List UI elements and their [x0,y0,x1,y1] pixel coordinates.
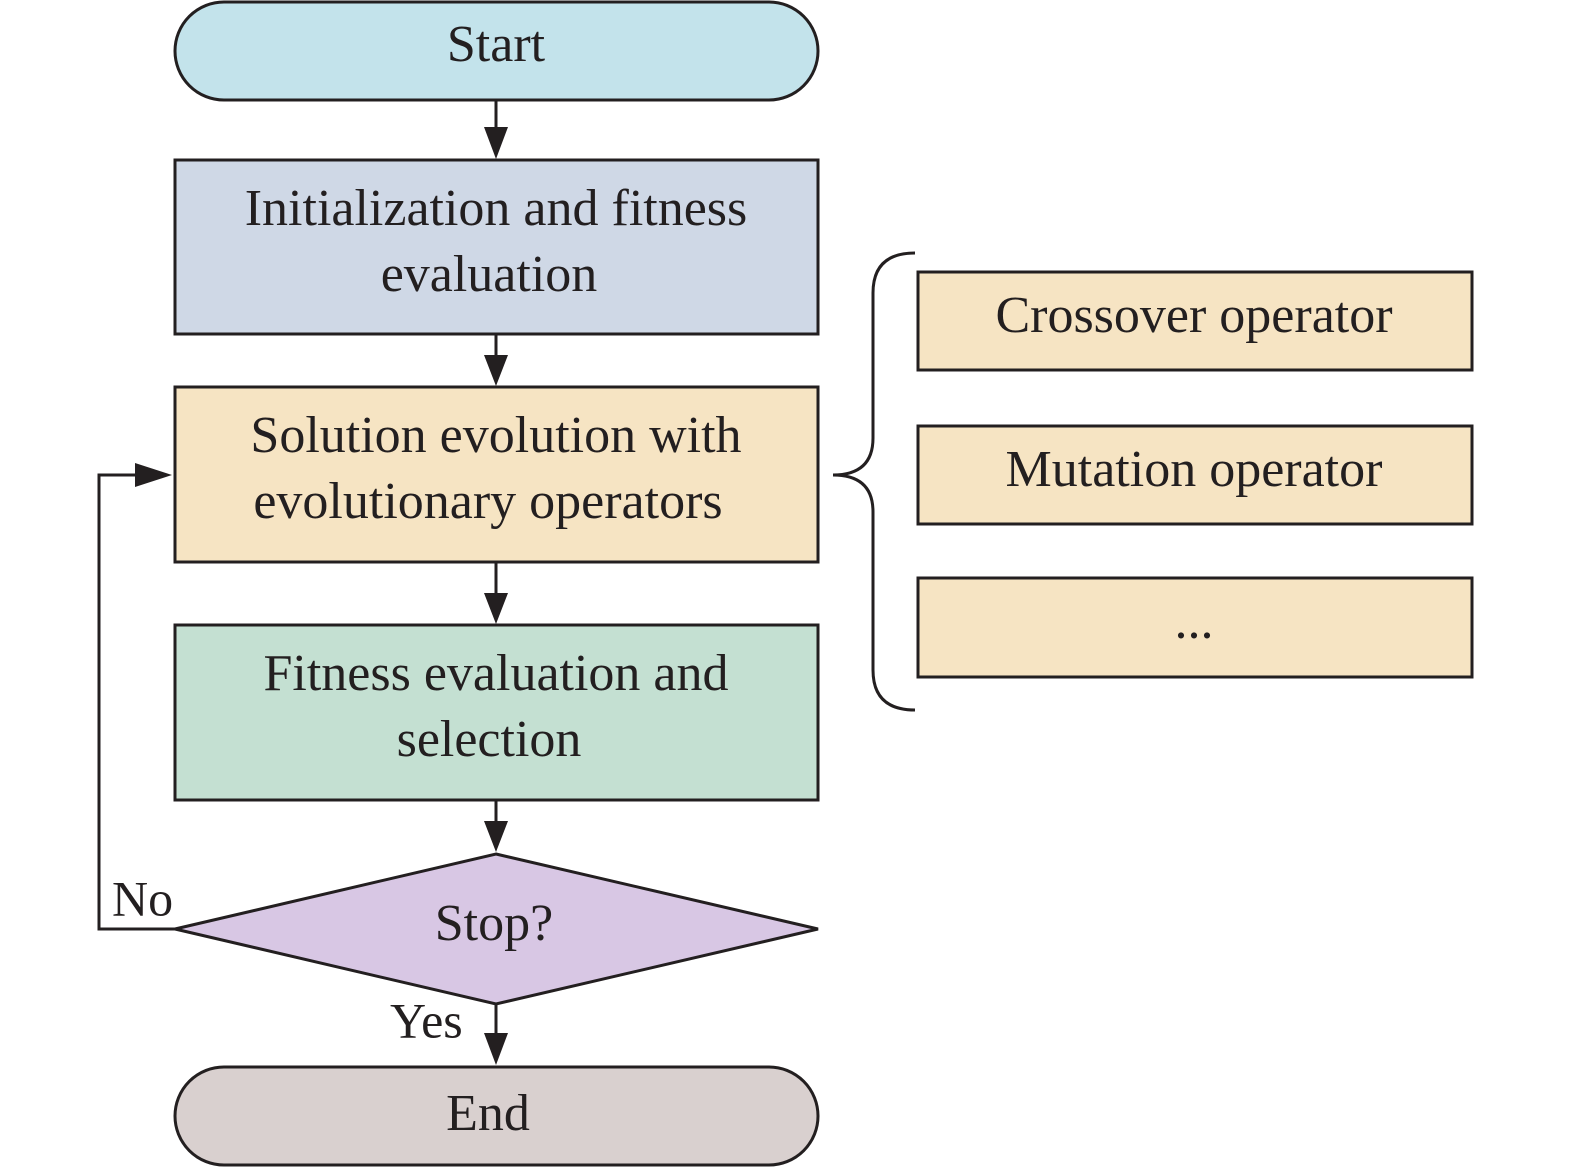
fitness-box [173,623,820,802]
arrowhead-loop-no [135,463,172,487]
operator-label-more: ... [1175,593,1214,650]
operator-box-more [916,576,1474,679]
end-label: End [446,1085,530,1142]
operator-box-crossover [916,270,1474,372]
operator-box-mutation [916,424,1474,526]
end-terminal [173,1065,820,1167]
no-label: No [112,870,173,926]
arrowhead-evolution-to-fitness [484,593,508,624]
fitness-label-line2: selection [397,711,582,768]
evolution-label: Solution evolution with [250,407,741,464]
decision-label: Stop? [435,895,553,952]
arrowhead-start-to-init [484,127,508,159]
fitness-label: Fitness evaluation and [263,645,728,702]
operator-label-crossover: Crossover operator [995,287,1392,344]
start-label: Start [447,16,546,73]
arrowhead-init-to-evolution [484,355,508,386]
yes-label: Yes [390,992,463,1048]
init-label-line2: evaluation [381,246,598,303]
evolution-label-line2: evolutionary operators [253,473,722,530]
init-label: Initialization and fitness [245,180,748,237]
loop-no-path [97,473,175,931]
arrowhead-fitness-to-decision [484,821,508,852]
operators-brace [832,251,916,712]
init-box [173,158,820,336]
arrowhead-decision-to-end [484,1033,508,1065]
operator-label-mutation: Mutation operator [1006,441,1383,498]
